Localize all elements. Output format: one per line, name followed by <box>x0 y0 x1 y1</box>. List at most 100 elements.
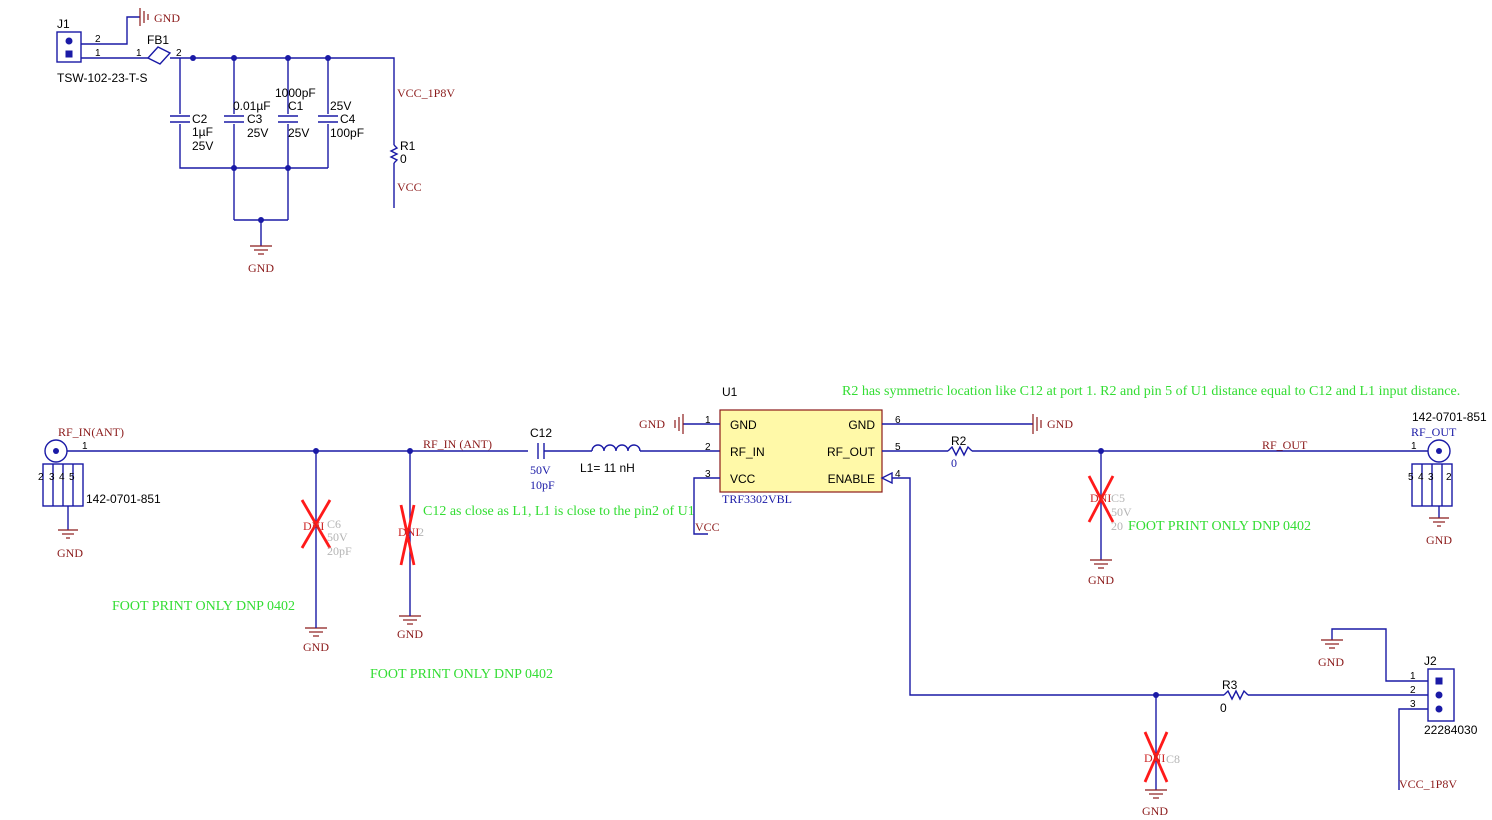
gnd-u1-left-label: GND <box>639 417 665 431</box>
gnd-c7-label: GND <box>397 627 423 641</box>
l1-label: L1= 11 nH <box>580 461 635 475</box>
rf-out-net-label: RF_OUT <box>1262 438 1308 452</box>
c1-voltage: 25V <box>288 126 309 140</box>
rf-in-pin1: 1 <box>82 441 88 452</box>
c6-dnp: DNI <box>303 519 324 533</box>
c2-value: 1µF <box>192 125 213 139</box>
j2-vcc-label: VCC_1P8V <box>1399 777 1457 791</box>
gnd-bottom-symbol <box>250 245 272 255</box>
c5-value: 20 <box>1111 519 1123 533</box>
rf-out-pin-3: 3 <box>1428 472 1434 483</box>
j1-gnd-wire <box>81 16 140 45</box>
r1-value: 0 <box>400 152 407 166</box>
c7-ref-tail: 2 <box>418 525 424 539</box>
power-rail-wire <box>170 57 395 145</box>
c12-ref: C12 <box>530 426 552 440</box>
c4-value: 100pF <box>330 126 364 140</box>
rf-out-conn-label: RF_OUT <box>1411 425 1457 439</box>
u1-pin6-name: GND <box>848 418 875 432</box>
c6-voltage: 50V <box>327 530 348 544</box>
vcc-label: VCC <box>397 180 422 194</box>
fb1-ref: FB1 <box>147 33 169 47</box>
c2-voltage: 25V <box>192 139 213 153</box>
fb1-pin1-num: 1 <box>136 48 142 59</box>
c12-note: C12 as close as L1, L1 is close to the p… <box>423 504 695 519</box>
c12-value: 10pF <box>530 478 555 492</box>
rf-in-pin-4: 4 <box>59 472 65 483</box>
c3-voltage: 25V <box>247 126 268 140</box>
gnd-rfout-symbol <box>1429 517 1449 527</box>
gnd-rfout-label: GND <box>1426 533 1452 547</box>
u1-pin6-num: 6 <box>895 415 901 426</box>
u1-ref: U1 <box>722 385 738 399</box>
fp-note-2: FOOT PRINT ONLY DNP 0402 <box>370 667 553 682</box>
rf-out-pin1: 1 <box>1411 441 1417 452</box>
gnd-c8-symbol <box>1145 789 1167 799</box>
r2-ref: R2 <box>951 434 967 448</box>
u1-pin4-num: 4 <box>895 469 901 480</box>
fb1-pin2-num: 2 <box>176 48 182 59</box>
gnd-j2-symbol <box>1321 639 1343 649</box>
rf-output-section: R2 0 RF_OUT DNI C5 50V 20 FOOT PRINT ONL… <box>882 410 1487 587</box>
c4-ref: C4 <box>340 112 356 126</box>
gnd-rfin-symbol <box>58 529 78 539</box>
gnd-c7-symbol <box>399 615 421 625</box>
rf-in-net-label: RF_IN (ANT) <box>423 437 492 451</box>
u1-pin5-name: RF_OUT <box>827 445 876 459</box>
c12-voltage: 50V <box>530 463 551 477</box>
gnd-c5-label: GND <box>1088 573 1114 587</box>
l1-inductor <box>591 444 641 452</box>
j1-pin2-num: 2 <box>95 34 101 45</box>
j2-ref: J2 <box>1424 654 1437 668</box>
j1-part: TSW-102-23-T-S <box>57 71 147 85</box>
c6-ref: C6 <box>327 517 341 531</box>
rf-out-pin-4: 4 <box>1418 472 1424 483</box>
gnd-top-symbol <box>139 8 149 26</box>
c3-capacitor <box>224 115 244 123</box>
rf-out-connector <box>1427 439 1451 463</box>
gnd-bottom-label: GND <box>248 261 274 275</box>
r1-ref: R1 <box>400 139 416 153</box>
j2-part: 22284030 <box>1424 723 1478 737</box>
u1-vcc-label: VCC <box>695 520 720 534</box>
c7-dnp: DNI <box>398 525 419 539</box>
c1-capacitor <box>278 115 298 123</box>
c2-ref: C2 <box>192 112 208 126</box>
j2-pin1: 1 <box>1410 671 1416 682</box>
gnd-c5-symbol <box>1090 559 1112 569</box>
gnd-u1-right-label: GND <box>1047 417 1073 431</box>
cap-bottom-wire <box>179 124 328 169</box>
gnd-c8-label: GND <box>1142 804 1168 818</box>
u1-pin3-name: VCC <box>730 472 756 486</box>
u1-part: TRF3302VBL <box>722 492 792 506</box>
u1-pin5-num: 5 <box>895 442 901 453</box>
r3-ref: R3 <box>1222 678 1238 692</box>
j1-pin2-dot <box>65 37 73 45</box>
enable-wire <box>892 477 1224 696</box>
gnd-j2-label: GND <box>1318 655 1344 669</box>
r1-resistor <box>389 144 399 164</box>
r2-note: R2 has symmetric location like C12 at po… <box>842 384 1460 399</box>
rf-out-pin-2: 2 <box>1446 472 1452 483</box>
c5-dnp: DNI <box>1090 491 1111 505</box>
vcc-1p8v-label: VCC_1P8V <box>397 86 455 100</box>
u1-pin2-name: RF_IN <box>730 445 765 459</box>
gnd-u1-left-symbol <box>674 414 684 434</box>
u1-pin2-num: 2 <box>705 442 711 453</box>
rf-input-section: RF_IN(ANT) 1 2 3 4 5 142-0701-851 GND DN… <box>38 425 720 682</box>
r2-resistor <box>947 445 973 457</box>
rf-out-part: 142-0701-851 <box>1412 410 1487 424</box>
rf-in-pin-3: 3 <box>49 472 55 483</box>
u1-pin1-name: GND <box>730 418 757 432</box>
r3-value: 0 <box>1220 701 1227 715</box>
c8-ref: C8 <box>1166 752 1180 766</box>
c4-voltage: 25V <box>330 99 351 113</box>
j1-pin1-num: 1 <box>95 48 101 59</box>
c3-ref: C3 <box>247 112 263 126</box>
fb1-ferrite <box>146 46 172 65</box>
gnd-rfin-label: GND <box>57 546 83 560</box>
c5-voltage: 50V <box>1111 505 1132 519</box>
j1-ref: J1 <box>57 17 70 31</box>
j2-pin2: 2 <box>1410 685 1416 696</box>
